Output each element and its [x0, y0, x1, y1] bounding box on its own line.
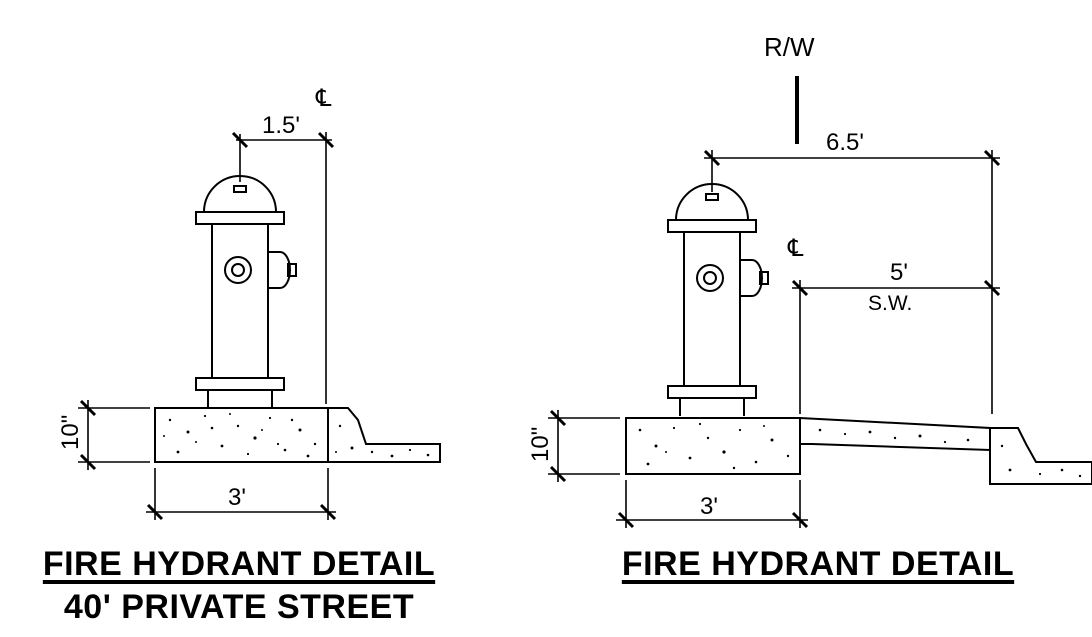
left-fire-hydrant	[195, 175, 297, 409]
right-fire-hydrant	[667, 183, 769, 417]
left-curb-height-label: 10"	[57, 415, 84, 450]
left-detail-title: FIRE HYDRANT DETAIL	[42, 545, 436, 583]
right-rw-label: R/W	[764, 32, 815, 62]
right-pl-label: ℄	[787, 234, 804, 262]
left-offset-label: 1.5'	[262, 112, 300, 139]
right-offset-label: 6.5'	[826, 129, 864, 156]
right-concrete-speckle	[638, 422, 1082, 478]
left-detail: ℄ 1.5' 10" 3'	[57, 84, 441, 521]
left-detail-subtitle: 40' PRIVATE STREET	[63, 588, 415, 626]
right-concrete-pad	[625, 417, 801, 475]
right-curb-height-label: 10"	[527, 427, 554, 462]
left-pl-label: ℄	[315, 84, 332, 112]
right-curb	[989, 427, 1092, 485]
right-pad-width-label: 3'	[700, 493, 718, 520]
left-concrete-speckle	[163, 413, 430, 458]
right-sidewalk-slab	[799, 416, 991, 452]
left-concrete-pad	[154, 407, 441, 463]
right-sidewalk-width-label: 5'	[890, 259, 908, 286]
right-detail-title: FIRE HYDRANT DETAIL	[621, 545, 1015, 583]
left-pad-width-label: 3'	[228, 484, 246, 511]
right-detail: R/W ℄ 6.5' 5'	[527, 32, 1092, 529]
right-sidewalk-abbrev: S.W.	[868, 292, 912, 315]
